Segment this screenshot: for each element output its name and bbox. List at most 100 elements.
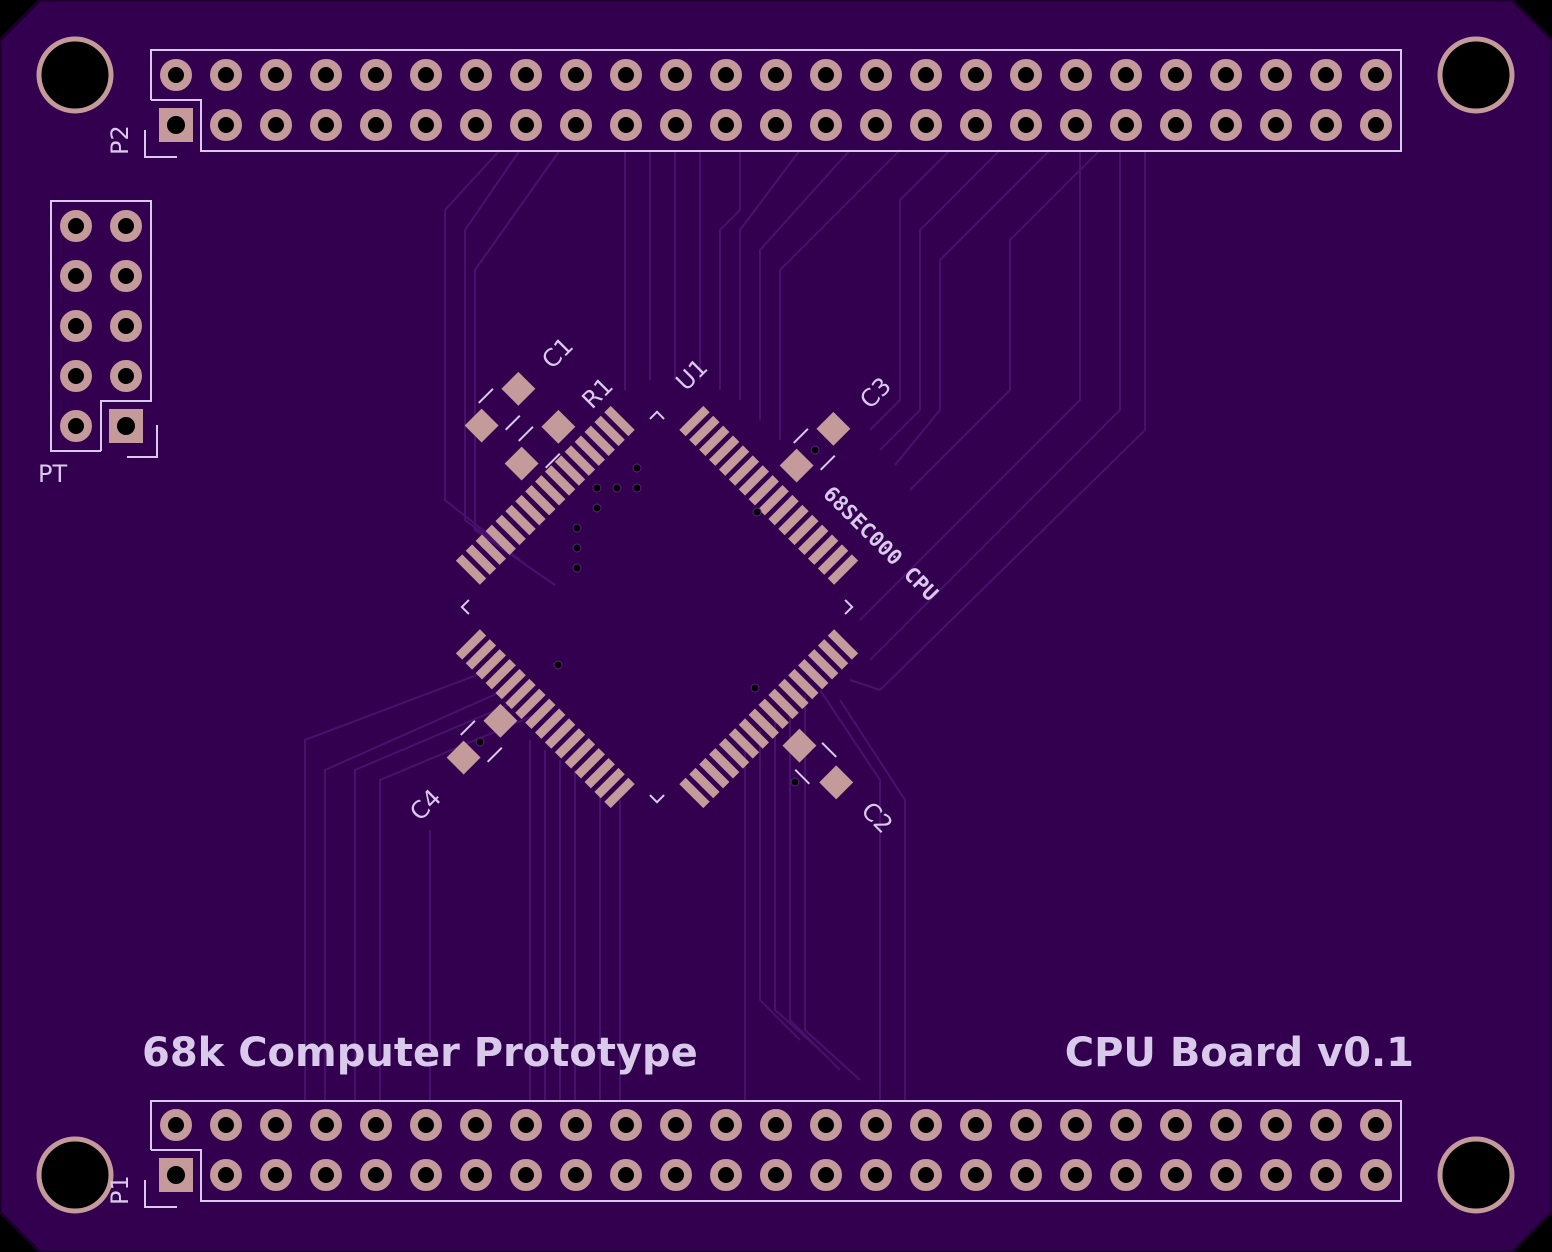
cpu-pad-right-5 xyxy=(788,668,819,700)
via-3 xyxy=(612,483,622,493)
p2-pin-top-14 xyxy=(810,59,842,91)
p1-pin-top-15 xyxy=(860,1109,892,1141)
p2-pin-top-18 xyxy=(1010,59,1042,91)
p2-pin-bottom-9 xyxy=(560,109,592,141)
trace-17 xyxy=(869,150,1121,661)
trace-11 xyxy=(779,149,901,440)
pt-pin1-mark xyxy=(127,425,158,458)
p2-pin-top-9 xyxy=(560,59,592,91)
p1-pin-bottom-4 xyxy=(310,1159,342,1191)
p1-pin-top-2 xyxy=(210,1109,242,1141)
p2-pin-top-19 xyxy=(1060,59,1092,91)
p2-pin-bottom-8 xyxy=(510,109,542,141)
p2-pin-bottom-22 xyxy=(1210,109,1242,141)
p2-pin-top-2 xyxy=(210,59,242,91)
p1-pin-bottom-14 xyxy=(810,1159,842,1191)
p1-pin-bottom-10 xyxy=(610,1159,642,1191)
p1-pin-top-21 xyxy=(1160,1109,1192,1141)
pt-pin-left-2 xyxy=(60,260,92,292)
trace-19 xyxy=(304,669,491,1100)
via-2 xyxy=(632,483,642,493)
p2-pin-top-6 xyxy=(410,59,442,91)
p2-pin-top-22 xyxy=(1210,59,1242,91)
p1-pin-bottom-7 xyxy=(460,1159,492,1191)
cpu-pad-top-16 xyxy=(827,554,859,585)
cpu-pad-top-9 xyxy=(758,485,789,516)
via-9 xyxy=(553,660,563,670)
p1-pin-bottom-5 xyxy=(360,1159,392,1191)
p2-pin-bottom-13 xyxy=(760,109,792,141)
p1-pin-bottom-8 xyxy=(510,1159,542,1191)
mounting-hole-top-right xyxy=(1437,36,1515,114)
cpu-pad-left-15 xyxy=(465,544,497,575)
p1-pin-top-13 xyxy=(760,1109,792,1141)
cpu-pad-right-16 xyxy=(679,777,710,809)
p1-pin-top-20 xyxy=(1110,1109,1142,1141)
trace-33 xyxy=(789,705,841,1071)
p2-pin-top-17 xyxy=(960,59,992,91)
via-13 xyxy=(790,777,800,787)
p2-pin-bottom-2 xyxy=(210,109,242,141)
p1-pin-bottom-16 xyxy=(910,1159,942,1191)
via-4 xyxy=(592,483,602,493)
cpu-pad-left-16 xyxy=(455,554,487,585)
cpu-pad-right-12 xyxy=(718,738,750,769)
p2-pin-bottom-14 xyxy=(810,109,842,141)
p1-pin-top-1 xyxy=(160,1109,192,1141)
cpu-pad-bottom-16 xyxy=(604,777,635,809)
trace-21 xyxy=(354,699,521,1100)
p1-pin-top-8 xyxy=(510,1109,542,1141)
p1-pin-bottom-3 xyxy=(260,1159,292,1191)
cpu-pad-bottom-2 xyxy=(465,639,497,670)
cpu-pad-right-8 xyxy=(758,698,789,729)
mounting-holes xyxy=(36,36,1515,1214)
cpu-pad-right-11 xyxy=(728,728,760,759)
p1-pin-bottom-2 xyxy=(210,1159,242,1191)
p2-pin-top-23 xyxy=(1260,59,1292,91)
p2-pin-top-1 xyxy=(160,59,192,91)
cpu-pad-right-4 xyxy=(798,658,829,690)
cpu-pad-left-9 xyxy=(525,485,556,516)
cpu-pad-bottom-7 xyxy=(515,688,546,720)
p1-pin-bottom-6 xyxy=(410,1159,442,1191)
p2-pin-bottom-6 xyxy=(410,109,442,141)
p2-pin-bottom-25 xyxy=(1360,109,1392,141)
trace-15 xyxy=(909,149,1101,491)
p1-pin-top-6 xyxy=(410,1109,442,1141)
cpu-pad-left-1 xyxy=(604,405,635,437)
p1-pin-top-18 xyxy=(1010,1109,1042,1141)
p2-pin-top-24 xyxy=(1310,59,1342,91)
cpu-pad-top-15 xyxy=(817,544,849,575)
cpu-pad-top-3 xyxy=(699,425,730,457)
cpu-pad-bottom-14 xyxy=(584,757,615,789)
via-7 xyxy=(572,543,582,553)
p2-pin-bottom-12 xyxy=(710,109,742,141)
cpu-pad-right-2 xyxy=(817,639,849,670)
mounting-hole-top-left xyxy=(36,36,114,114)
cpu-pad-bottom-1 xyxy=(455,629,487,660)
p1-pin-bottom-12 xyxy=(710,1159,742,1191)
p1-pin-bottom-25 xyxy=(1360,1159,1392,1191)
pt-outline xyxy=(50,200,152,452)
p1-pin-top-25 xyxy=(1360,1109,1392,1141)
pt-pin-right-1 xyxy=(110,210,142,242)
trace-22 xyxy=(379,714,536,1100)
trace-36 xyxy=(839,699,906,1100)
p1-pin-top-10 xyxy=(610,1109,642,1141)
p1-pin-top-12 xyxy=(710,1109,742,1141)
p2-pin-top-7 xyxy=(460,59,492,91)
cpu-pad-right-7 xyxy=(768,688,799,720)
cpu-pad-bottom-13 xyxy=(574,748,606,779)
cpu-pad-top-11 xyxy=(778,504,809,536)
trace-34 xyxy=(804,695,861,1081)
p2-pin-top-5 xyxy=(360,59,392,91)
via-1 xyxy=(632,463,642,473)
p2-pin-bottom-5 xyxy=(360,109,392,141)
cpu-pads xyxy=(455,405,859,809)
p1-pin-bottom-17 xyxy=(960,1159,992,1191)
p1-pin-top-16 xyxy=(910,1109,942,1141)
cpu-pad-left-5 xyxy=(564,445,596,476)
trace-9 xyxy=(739,149,801,400)
pt-pin-left-1 xyxy=(60,210,92,242)
